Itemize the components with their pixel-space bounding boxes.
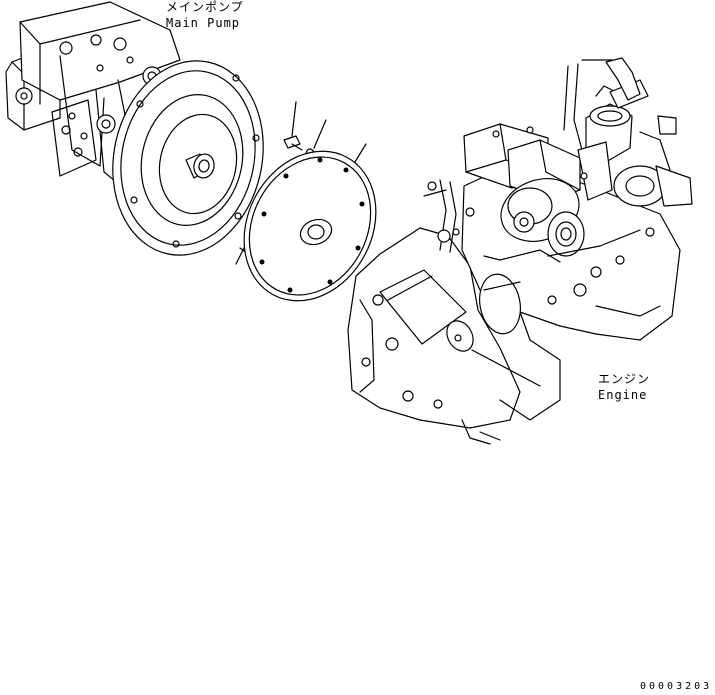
coupling-parts-drawing [235,101,377,302]
engine-label: Engine [598,388,648,402]
main-pump-drawing [5,1,264,256]
engine-label-jp: エンジン [598,372,651,386]
figure-number: 00003203 [640,681,713,692]
engine-drawing [347,57,693,445]
main-pump-label: Main Pump [166,16,241,30]
main-pump-label-jp: メインポンプ [166,0,244,14]
